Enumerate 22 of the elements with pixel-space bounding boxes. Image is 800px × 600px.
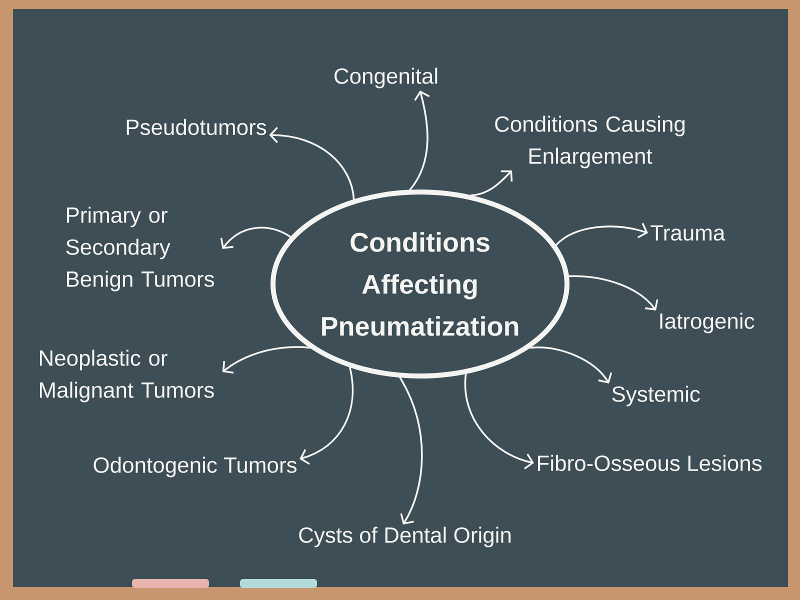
arrow: [568, 275, 658, 311]
topic-label: Conditions Causing Enlargement: [495, 116, 685, 168]
topic-label: Congenital: [334, 68, 438, 88]
arrow: [409, 90, 430, 191]
topic-label: Odontogenic Tumors: [94, 456, 296, 478]
topic-label: Iatrogenic: [660, 312, 754, 334]
arrow: [300, 366, 354, 465]
arrow: [222, 346, 311, 374]
topic-label: Pseudotumors: [126, 118, 266, 136]
topic-label: Fibro-Osseous Lesions: [538, 454, 762, 472]
arrow: [529, 346, 612, 384]
topic-label: Neoplastic or Malignant Tumors: [40, 350, 214, 402]
arrow: [269, 126, 355, 200]
arrow: [220, 226, 292, 249]
arrow: [555, 222, 648, 246]
arrow: [399, 376, 423, 525]
arrow: [470, 170, 513, 196]
topic-label: Systemic: [612, 386, 700, 406]
topic-label: Primary or Secondary Benign Tumors: [66, 206, 214, 292]
arrow: [464, 373, 534, 470]
topic-label: Cysts of Dental Origin: [299, 526, 511, 548]
topic-label: Trauma: [650, 225, 726, 241]
